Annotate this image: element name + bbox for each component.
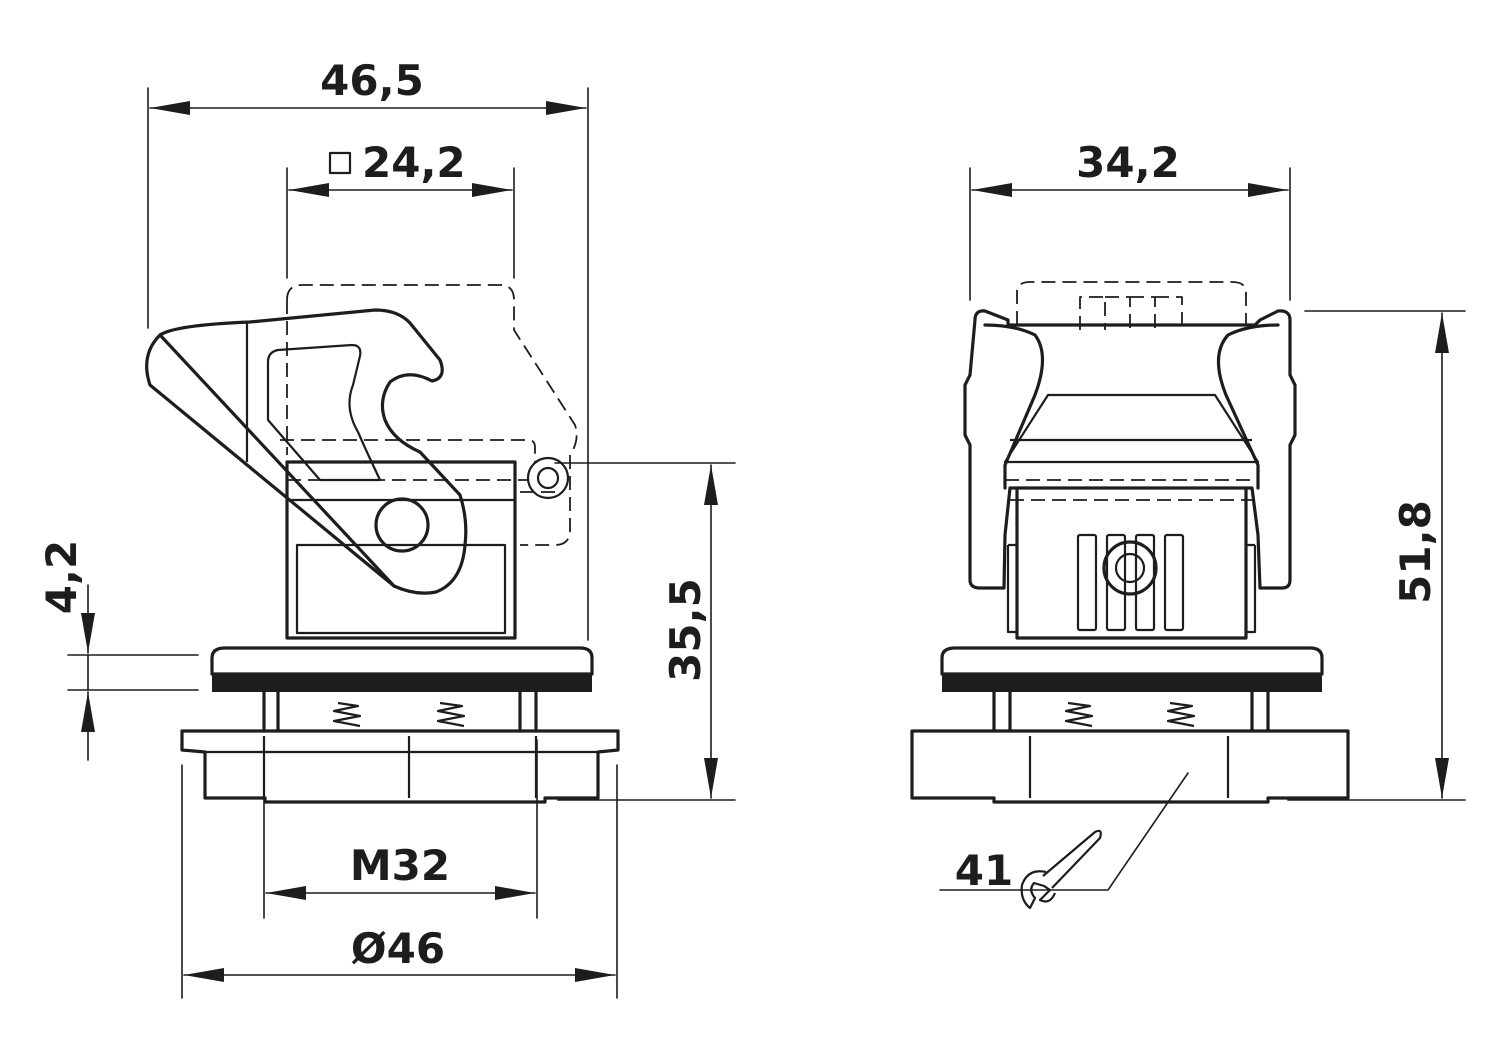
lock-nut bbox=[180, 729, 620, 804]
flange-seal bbox=[212, 674, 592, 692]
square-symbol-icon bbox=[328, 151, 352, 175]
dim-square-width: 24,2 bbox=[362, 138, 466, 187]
flange-seal-front bbox=[942, 674, 1322, 692]
dim-pivot-height: 35,5 bbox=[661, 578, 710, 682]
pivot-pin-front bbox=[1102, 540, 1158, 596]
dim-outer-diameter: Ø46 bbox=[351, 924, 445, 973]
wrench-icon bbox=[1020, 829, 1102, 910]
flange bbox=[210, 646, 594, 676]
flange-front bbox=[940, 646, 1324, 676]
right-view bbox=[910, 281, 1350, 804]
lock-nut-front bbox=[910, 729, 1350, 804]
lever-pivot-hole bbox=[374, 497, 430, 553]
spring-left bbox=[332, 701, 362, 728]
dim-flange-thickness: 4,2 bbox=[37, 540, 86, 614]
dim-overall-width-left: 46,5 bbox=[320, 56, 424, 105]
dim-wrench-size: 41 bbox=[955, 846, 1013, 895]
dim-overall-height: 51,8 bbox=[1391, 500, 1440, 604]
locking-lever bbox=[158, 308, 468, 595]
dim-overall-width-right: 34,2 bbox=[1076, 138, 1180, 187]
housing-body-front bbox=[1015, 486, 1248, 640]
left-view bbox=[145, 284, 620, 804]
lever-open-outline bbox=[286, 284, 578, 546]
dim-thread: M32 bbox=[350, 841, 450, 890]
bracket-left bbox=[963, 309, 1297, 590]
lever-window bbox=[266, 343, 382, 482]
pivot-pin bbox=[526, 456, 570, 500]
housing-body bbox=[285, 460, 517, 640]
spring-right bbox=[436, 701, 466, 728]
insert-outline bbox=[1016, 281, 1247, 325]
dimension-lines bbox=[81, 101, 1449, 982]
extension-lines bbox=[67, 87, 1466, 999]
